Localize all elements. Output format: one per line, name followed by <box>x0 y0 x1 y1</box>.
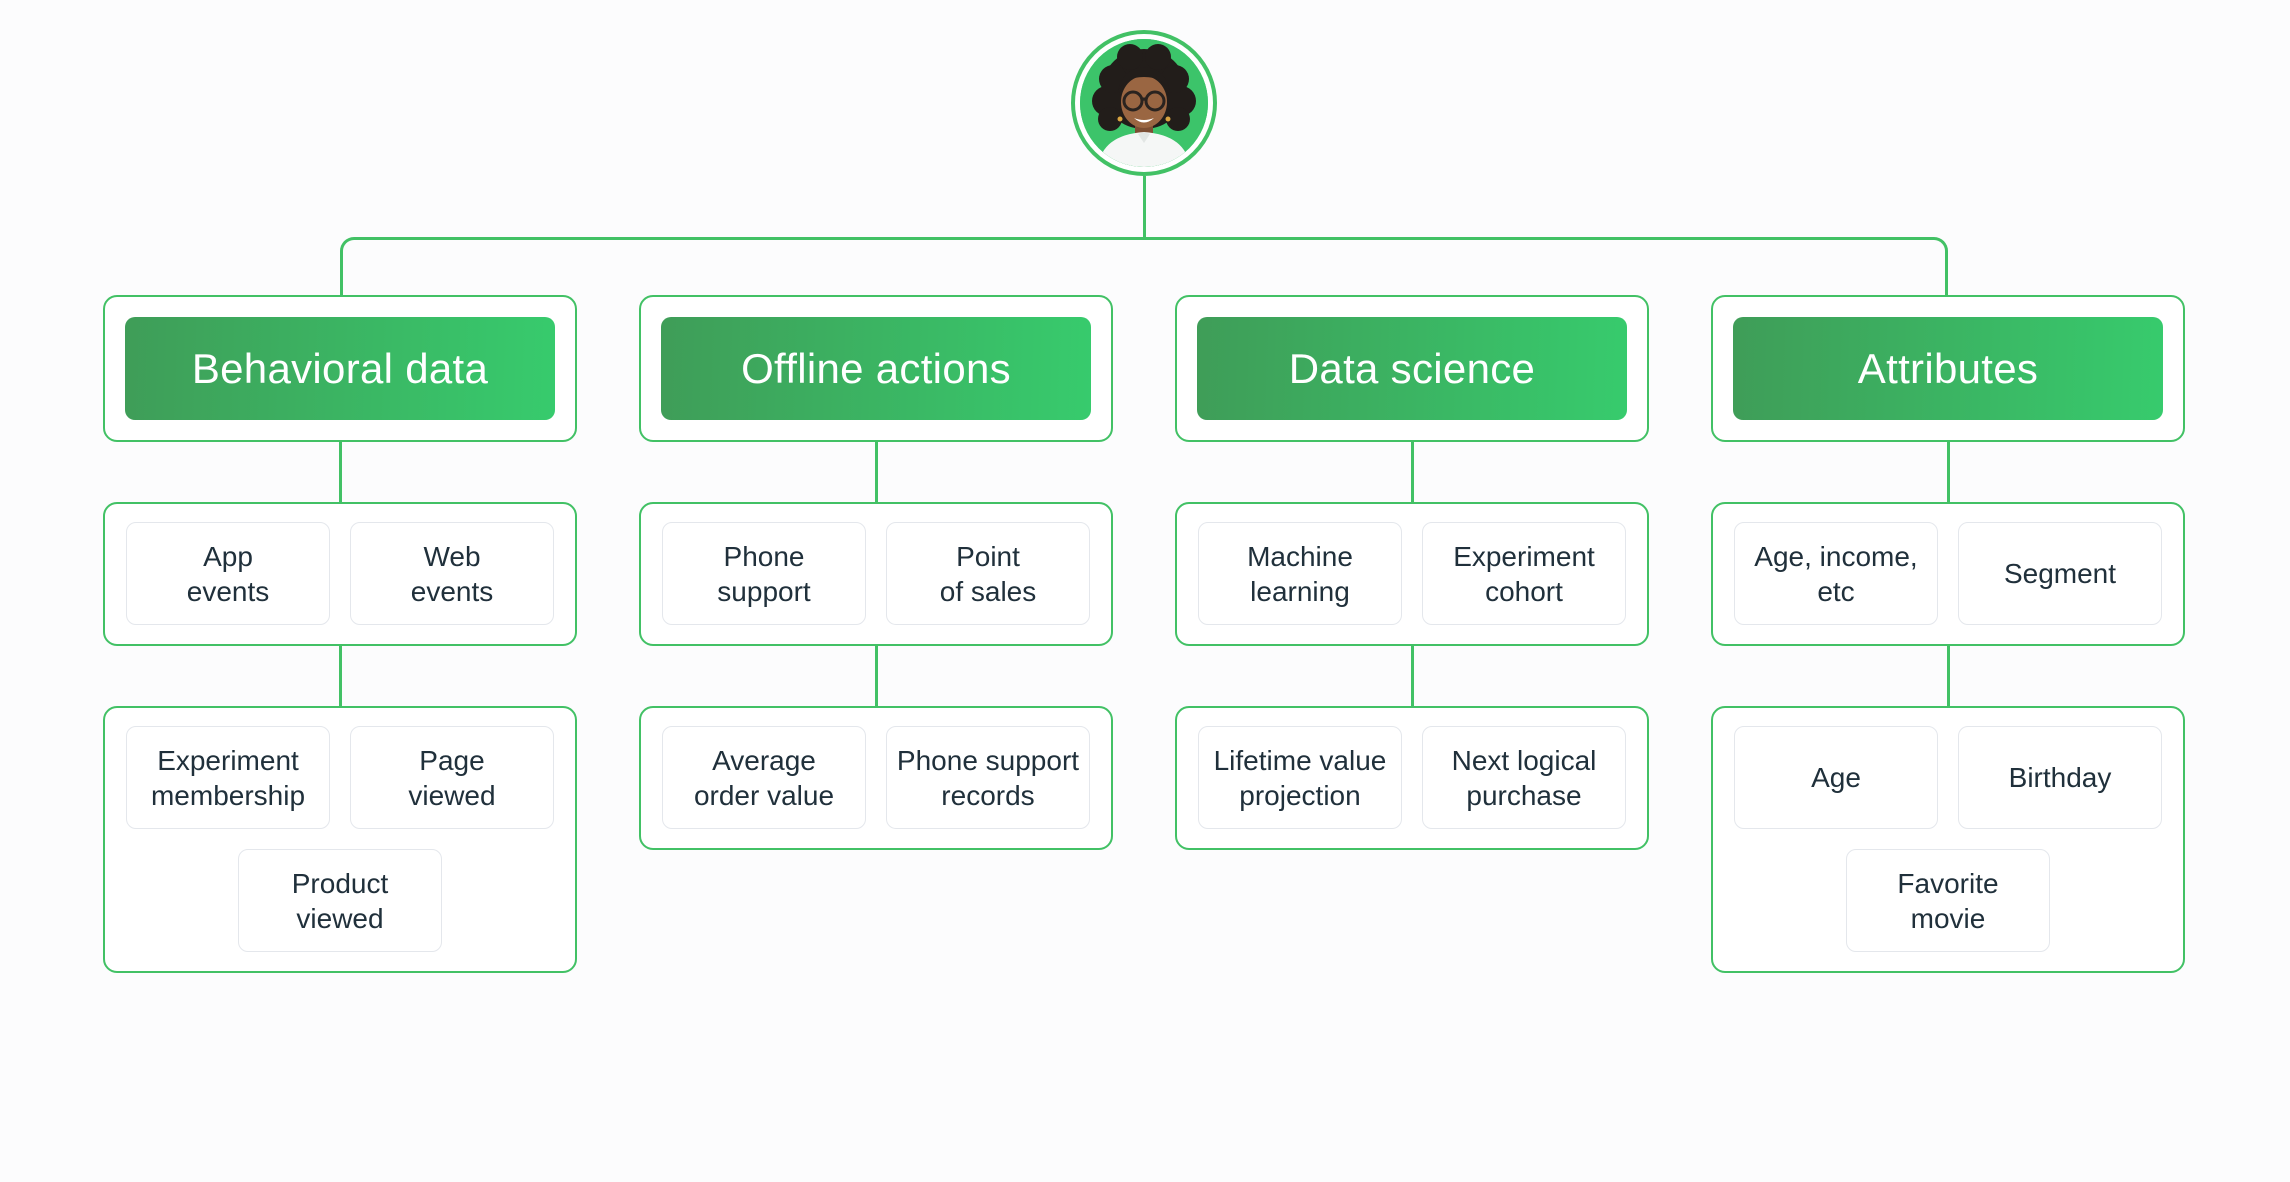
node-page-viewed: Page viewed <box>350 726 554 829</box>
node-phone-support: Phone support <box>662 522 866 625</box>
node-machine-learning: Machine learning <box>1198 522 1402 625</box>
node-app-events: App events <box>126 522 330 625</box>
group-offline-level-1: Phone support Point of sales <box>639 502 1113 646</box>
node-next-logical-purchase: Next logical purchase <box>1422 726 1626 829</box>
node-phone-support-records: Phone support records <box>886 726 1090 829</box>
node-product-viewed: Product viewed <box>238 849 442 952</box>
connector-stub <box>338 646 342 706</box>
category-offline-actions: Offline actions <box>639 295 1113 442</box>
connector-stub <box>1410 646 1414 706</box>
node-point-of-sales: Point of sales <box>886 522 1090 625</box>
group-offline-level-2: Average order value Phone support record… <box>639 706 1113 850</box>
connector-stub <box>1946 442 1950 502</box>
group-behavioral-level-2: Experiment membership Page viewed Produc… <box>103 706 577 973</box>
category-offline-actions-label: Offline actions <box>661 317 1091 420</box>
node-favorite-movie: Favorite movie <box>1846 849 2050 952</box>
node-segment: Segment <box>1958 522 2162 625</box>
root-avatar <box>1071 30 1217 176</box>
group-attributes-level-1: Age, income, etc Segment <box>1711 502 2185 646</box>
category-behavioral-data-label: Behavioral data <box>125 317 555 420</box>
category-data-science-label: Data science <box>1197 317 1627 420</box>
group-data-science-level-1: Machine learning Experiment cohort <box>1175 502 1649 646</box>
connector-stub <box>1410 442 1414 502</box>
node-lifetime-value-projection: Lifetime value projection <box>1198 726 1402 829</box>
connector-avatar-stem <box>1142 176 1146 237</box>
connector-stub <box>338 442 342 502</box>
node-experiment-membership: Experiment membership <box>126 726 330 829</box>
node-web-events: Web events <box>350 522 554 625</box>
category-attributes: Attributes <box>1711 295 2185 442</box>
connector-stub <box>874 646 878 706</box>
column-behavioral-data: Behavioral data App events Web events Ex… <box>103 0 577 1182</box>
column-offline-actions: Offline actions Phone support Point of s… <box>639 0 1113 1182</box>
column-data-science: Data science Machine learning Experiment… <box>1175 0 1649 1182</box>
node-average-order-value: Average order value <box>662 726 866 829</box>
node-experiment-cohort: Experiment cohort <box>1422 522 1626 625</box>
connector-stub <box>874 442 878 502</box>
group-behavioral-level-1: App events Web events <box>103 502 577 646</box>
woman-portrait-avatar-icon <box>1080 39 1208 167</box>
column-attributes: Attributes Age, income, etc Segment Age … <box>1711 0 2185 1182</box>
node-age-income-etc: Age, income, etc <box>1734 522 1938 625</box>
connector-stub <box>1946 646 1950 706</box>
connector-top-rail <box>340 237 1948 295</box>
node-age: Age <box>1734 726 1938 829</box>
group-attributes-level-2: Age Birthday Favorite movie <box>1711 706 2185 973</box>
category-behavioral-data: Behavioral data <box>103 295 577 442</box>
category-data-science: Data science <box>1175 295 1649 442</box>
node-birthday: Birthday <box>1958 726 2162 829</box>
category-attributes-label: Attributes <box>1733 317 2163 420</box>
group-data-science-level-2: Lifetime value projection Next logical p… <box>1175 706 1649 850</box>
